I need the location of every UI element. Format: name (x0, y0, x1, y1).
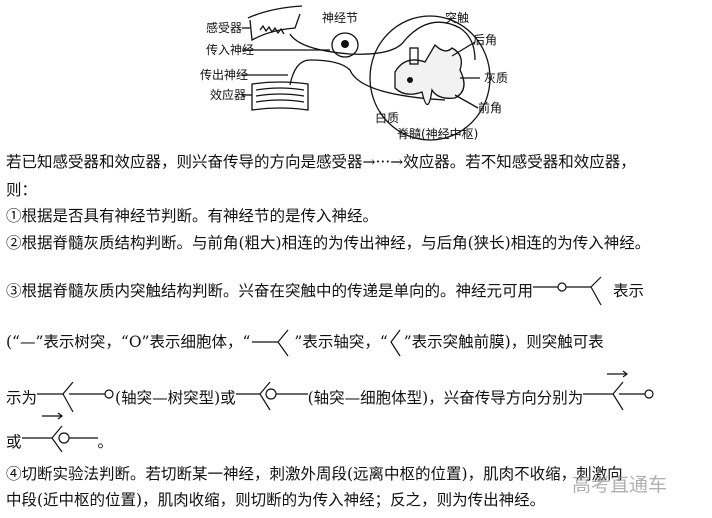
label-ventral-horn: 前角 (478, 100, 502, 115)
axon-symbol-icon (252, 329, 289, 357)
text: 示为 (6, 389, 38, 407)
label-gray-matter: 灰质 (484, 71, 508, 85)
text: ”表示突触前膜)，则突触可表 (403, 333, 604, 351)
presynaptic-membrane-icon (390, 329, 401, 357)
text: 表示 (613, 282, 645, 300)
label-synapse: 突触 (445, 10, 469, 25)
text: 。 (97, 433, 114, 451)
gray-matter (394, 43, 465, 106)
text-line-6: (“—”表示树突，“O”表示细胞体，“ ”表示轴突，“ ”表示突触前膜)，则突触可表 (6, 328, 604, 358)
spinal-cord-outline (369, 15, 491, 141)
text-line-5: ③根据脊髓灰质内突触结构判断。兴奋在突触中的传递是单向的。神经元可用 表示 (6, 275, 644, 309)
ganglion-shape (331, 32, 359, 58)
text-line-4: ②根据脊髓灰质结构判断。与前角(粗大)相连的为传出神经，与后角(狭长)相连的为传… (6, 234, 651, 252)
text: 或 (6, 433, 22, 451)
text-line-3: ①根据是否具有神经节判断。有神经节的是传入神经。 (6, 207, 379, 225)
label-efferent: 传出神经 (200, 67, 248, 82)
label-white-matter: 白质 (375, 110, 399, 125)
label-dorsal-horn: 后角 (473, 33, 497, 47)
text-line-7: 示为 (轴突—树突型)或 (轴突—细胞体型)，兴奋传导方向分别为 (6, 370, 655, 416)
text: (轴突—细胞体型)，兴奋传导方向分别为 (307, 389, 584, 407)
axodendritic-synapse-icon (37, 381, 114, 413)
receptor-shape (247, 5, 303, 42)
text-line-8: 或。 (6, 412, 114, 456)
label-effector: 效应器 (210, 87, 246, 102)
axosomatic-direction-icon (21, 412, 98, 453)
effector-shape (251, 81, 309, 111)
text-line-2: 则： (6, 181, 38, 199)
text-line-9: ④切断实验法判断。若切断某一神经，刺激外周段(远离中枢的位置)，肌肉不收缩，刺激… (6, 465, 623, 483)
watermark: 高考直通车 (572, 474, 668, 496)
text-line-1: 若已知感受器和效应器，则兴奋传导的方向是感受器→···→效应器。若不知感受器和效… (6, 153, 636, 171)
label-afferent: 传入神经 (206, 42, 254, 57)
text: (“—”表示树突，“O”表示细胞体，“ (6, 333, 251, 351)
axodendritic-direction-icon (583, 370, 654, 411)
label-receptor: 感受器 (206, 20, 242, 35)
text: (轴突—树突型)或 (115, 389, 236, 407)
efferent-nerve-path (289, 59, 446, 101)
reflex-arc-diagram: 感受器 传入神经 传出神经 效应器 神经节 突触 后角 灰质 前角 白质 脊髓(… (200, 5, 508, 141)
label-spinal-cord: 脊髓(神经中枢) (397, 126, 478, 141)
label-ganglion: 神经节 (322, 11, 358, 25)
neuron-symbol-icon (533, 276, 602, 306)
text: ③根据脊髓灰质内突触结构判断。兴奋在突触中的传递是单向的。神经元可用 (6, 282, 534, 300)
text-line-10: 中段(近中枢的位置)，肌肉收缩，则切断的为传入神经；反之，则为传出神经。 (6, 491, 546, 509)
text: ”表示轴突，“ (294, 333, 388, 351)
axosomatic-synapse-icon (235, 381, 308, 411)
